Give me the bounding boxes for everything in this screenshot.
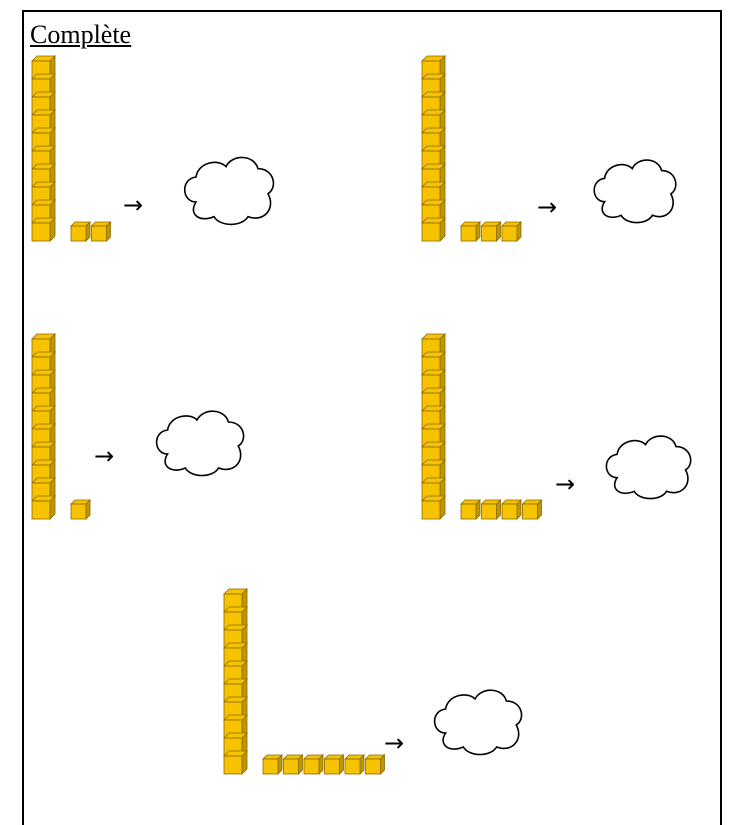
arrow-icon: → xyxy=(123,193,143,217)
base-ten-blocks xyxy=(420,55,530,245)
unit-cube xyxy=(284,755,303,774)
base-ten-blocks xyxy=(420,333,550,523)
tens-rod xyxy=(224,589,247,774)
arrow-icon: → xyxy=(555,472,575,496)
arrow-icon: → xyxy=(384,731,404,755)
unit-cube xyxy=(502,500,521,519)
arrow-icon: → xyxy=(537,195,557,219)
cloud-outline xyxy=(435,690,522,754)
tens-rod xyxy=(422,56,445,241)
unit-cube xyxy=(502,222,521,241)
unit-cube xyxy=(345,755,364,774)
unit-cube xyxy=(304,755,323,774)
unit-cube xyxy=(461,222,480,241)
cloud-outline xyxy=(606,436,690,499)
cloud-outline xyxy=(185,157,274,224)
unit-cube xyxy=(523,500,542,519)
base-ten-blocks xyxy=(30,55,120,245)
rod-cube xyxy=(422,218,445,241)
arrow-icon: → xyxy=(94,444,114,468)
tens-rod xyxy=(32,56,55,241)
unit-cube xyxy=(263,755,282,774)
unit-cube xyxy=(366,755,385,774)
base-ten-blocks xyxy=(30,333,100,523)
cloud-outline xyxy=(594,160,676,223)
base-ten-blocks xyxy=(222,588,392,778)
cloud-outline xyxy=(157,411,244,475)
unit-cube xyxy=(325,755,344,774)
answer-cloud[interactable] xyxy=(178,152,278,227)
rod-cube xyxy=(32,496,55,519)
unit-cube xyxy=(482,500,501,519)
worksheet-title: Complète xyxy=(30,20,131,50)
rod-cube xyxy=(224,751,247,774)
unit-cube xyxy=(92,222,111,241)
unit-cube xyxy=(482,222,501,241)
unit-cube xyxy=(461,500,480,519)
rod-cube xyxy=(422,496,445,519)
unit-cube xyxy=(71,500,90,519)
rod-cube xyxy=(32,218,55,241)
unit-cube xyxy=(71,222,90,241)
tens-rod xyxy=(422,334,445,519)
tens-rod xyxy=(32,334,55,519)
answer-cloud[interactable] xyxy=(428,685,526,757)
answer-cloud[interactable] xyxy=(150,406,248,478)
answer-cloud[interactable] xyxy=(588,155,680,225)
answer-cloud[interactable] xyxy=(600,431,695,501)
